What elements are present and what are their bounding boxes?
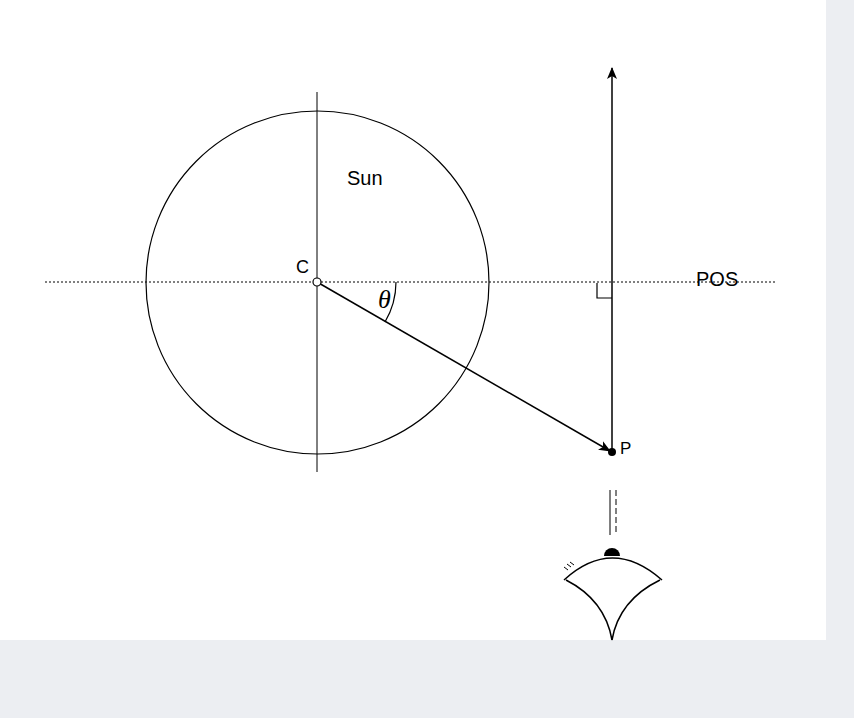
circle-outline	[145, 110, 490, 455]
angle-label: θ	[378, 286, 391, 315]
node-title: Sun	[347, 167, 383, 189]
point-label: P	[620, 440, 631, 459]
point-label: C	[296, 258, 309, 278]
white-panel	[0, 0, 826, 640]
plane-label: POS	[696, 268, 738, 290]
sun-circle: Sun	[145, 110, 490, 455]
